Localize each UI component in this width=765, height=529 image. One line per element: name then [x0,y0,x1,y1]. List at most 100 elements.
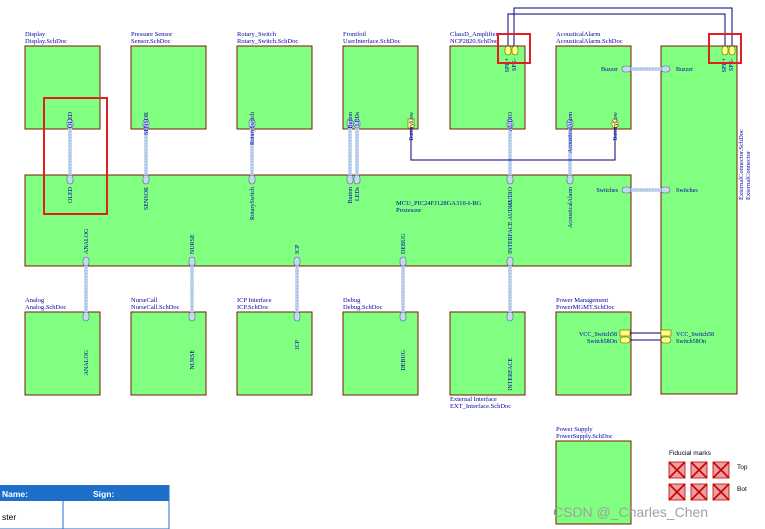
label-display-oled: OLED [68,111,74,128]
sheet-icp-title: ICP Interface [237,297,272,304]
port-power-vcc[interactable] [619,329,631,337]
wire-spk-plus[interactable] [507,13,726,47]
sheet-supply-body[interactable] [555,440,632,525]
port-pressure-sensor[interactable] [142,118,150,129]
sheet-frontfoil-body[interactable] [342,45,419,130]
port-mcu-nurse[interactable] [188,256,196,267]
sheet-pressure-title: Pressure Sensor [131,31,173,38]
port-classd-audio[interactable] [506,118,514,129]
port-analog[interactable] [82,311,90,322]
label-mcu-sensor: SENSOR [144,187,150,210]
sheet-pressure-sensor[interactable]: Pressure Sensor Sensor.SchDoc [130,31,207,130]
sheet-supply-title: Power Supply [556,426,593,433]
port-classd-spk-plus[interactable] [504,45,512,56]
label-external-spk-minus: SPK- [729,58,735,71]
sheet-power-management[interactable]: Power Management PowerMGMT.SchDoc [555,297,632,396]
port-debug[interactable] [399,311,407,322]
port-external-vcc[interactable] [660,329,672,337]
sheet-external-connector[interactable]: ExternalConnector.SchDoc ExternalConnect… [660,45,752,395]
port-extiface[interactable] [506,311,514,322]
port-mcu-interface[interactable] [506,256,514,267]
wire-battery-low[interactable] [410,128,616,161]
port-mcu-switches[interactable] [621,186,632,194]
title-block-col-sign: Sign: [93,489,114,499]
port-mcu-audio[interactable] [506,174,514,185]
sheet-mcu[interactable]: MCU_PIC24FJ128GA310-I-BG Prozessor [24,174,632,267]
port-nurse[interactable] [188,311,196,322]
sheet-analog[interactable]: Analog Analog.SchDoc [24,297,101,396]
sheet-pressure-body[interactable] [130,45,207,130]
sheet-display[interactable]: Display Display.SchDoc [24,31,101,130]
port-external-spk-minus[interactable] [728,45,736,56]
sheet-icp-body[interactable] [236,311,313,396]
port-mcu-button[interactable] [346,174,354,185]
wire-connections [410,7,733,341]
sheet-extiface-body[interactable] [449,311,526,396]
sheet-debug-body[interactable] [342,311,419,396]
sheet-acoustical-alarm[interactable]: AcousticalAlarm AcousticalAlarm.SchDoc [555,31,632,130]
sheet-rotary-switch[interactable]: Rotary_Switch Rotary_Switch.SchDoc [236,31,313,130]
sheet-display-file: Display.SchDoc [25,38,67,45]
highlight-classd-spk [497,33,531,64]
port-frontfoil-leds[interactable] [353,118,361,129]
sheet-classd-body[interactable] [449,45,526,130]
port-rotary[interactable] [248,118,256,129]
sheet-supply-file: PowerSupply.SchDoc [556,433,613,440]
sheet-display-body[interactable] [24,45,101,130]
sheet-rotary-file: Rotary_Switch.SchDoc [237,38,298,45]
sheet-power-file: PowerMGMT.SchDoc [556,304,615,311]
label-icp: ICP [295,339,301,349]
sheet-frontfoil[interactable]: Frontfoil UserInterface.SchDoc [342,31,419,130]
sheet-nurse-body[interactable] [130,311,207,396]
port-display-oled[interactable] [66,118,74,129]
port-markers [66,45,736,344]
port-mcu-sensor[interactable] [142,174,150,185]
port-external-spk-plus[interactable] [721,45,729,56]
port-mcu-debug[interactable] [399,256,407,267]
port-acoustic-alarm[interactable] [566,118,574,129]
port-external-switches[interactable] [660,186,671,194]
sheet-external-body[interactable] [660,45,738,395]
sheet-external-interface[interactable]: External Interface EXT_Interface.SchDoc [449,311,526,410]
sheet-mcu-body[interactable] [24,174,632,267]
sheet-analog-body[interactable] [24,311,101,396]
label-classd-audio: AUDIO [508,111,514,131]
sheet-debug[interactable]: Debug Debug.SchDoc [342,297,419,396]
port-frontfoil-button[interactable] [346,118,354,129]
port-mcu-icp[interactable] [293,256,301,267]
sheet-power-supply[interactable]: Power Supply PowerSupply.SchDoc [555,426,632,525]
sheet-acoustic-body[interactable] [555,45,632,130]
port-mcu-analog[interactable] [82,256,90,267]
sheet-power-body[interactable] [555,311,632,396]
port-icp[interactable] [293,311,301,322]
port-mcu-oled[interactable] [66,174,74,185]
sheet-classd-amplifier[interactable]: ClassD_Amplifier NCP2820.SchDoc [449,31,526,130]
port-acoustic-battery[interactable] [611,118,619,129]
label-mcu-analog: ANALOG [84,228,90,254]
sheet-display-title: Display [25,31,46,38]
sheet-nursecall[interactable]: NurseCall NurseCall.SchDoc [130,297,207,396]
sheet-rotary-body[interactable] [236,45,313,130]
sheet-analog-title: Analog [25,297,45,304]
label-external-switchon: Switch58On [676,339,706,345]
label-classd-spk-minus: SPK- [512,58,518,71]
port-external-switchon[interactable] [660,336,672,344]
label-mcu-nurse: NURSE [190,234,196,254]
label-rotary: RotarySwitch [250,112,256,145]
label-mcu-icp: ICP [295,244,301,254]
sheet-debug-title: Debug [343,297,361,304]
port-mcu-rotary[interactable] [248,174,256,185]
port-classd-spk-minus[interactable] [511,45,519,56]
port-acoustic-buzzer[interactable] [621,65,632,73]
sheet-analog-file: Analog.SchDoc [25,304,66,311]
sheet-icp-file: ICP.SchDoc [237,304,269,311]
sheet-icp[interactable]: ICP Interface ICP.SchDoc [236,297,313,396]
label-frontfoil-leds: LEDs [355,111,361,126]
port-mcu-alarm[interactable] [566,174,574,185]
port-power-switchon[interactable] [619,336,631,344]
wire-spk-minus[interactable] [513,7,733,47]
port-frontfoil-battery[interactable] [407,118,415,129]
port-mcu-leds[interactable] [353,174,361,185]
port-external-buzzer[interactable] [660,65,671,73]
fiducial-mark-top-2 [690,461,708,479]
